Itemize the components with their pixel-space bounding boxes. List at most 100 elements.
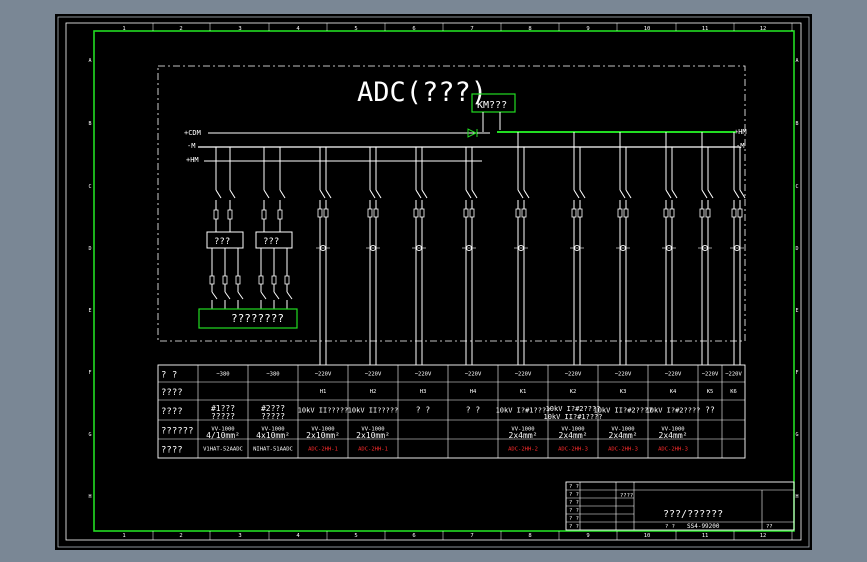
tb-scale-label: ? ? [665,524,675,530]
table-cell-r1-c1: ~380 [216,371,229,377]
feeder6-switch-blade [573,189,580,199]
ruler-bottom-label-12: 12 [760,533,767,539]
tb-left-row-3: ? ? [569,500,579,506]
feeder4-switch-blade-2 [471,189,478,199]
charger2-2-switch-blade [279,189,286,199]
table-cell-r3-c7: 10kV I?#1???? [496,406,551,414]
table-cell-r3-c2: #2??? [261,404,285,413]
table-cell-r5-c7: ADC-2HH-2 [508,446,538,452]
table-cell-r5-c3: ADC-2HH-1 [308,446,338,452]
ruler-bottom-label-4: 4 [296,533,300,539]
ruler-top-label-12: 12 [760,26,767,32]
ruler-left-label-D: D [88,246,91,252]
feeder2-switch-blade [369,189,376,199]
ruler-bottom-label-9: 9 [586,533,589,539]
table-cell-r4-c3: VV-1000 [311,427,334,433]
ruler-left-label-C: C [88,184,91,190]
ruler-bottom-label-8: 8 [528,533,531,539]
table-cell-r1-c10: ~220V [665,371,682,377]
ruler-right-label-D: D [795,246,798,252]
table-cell-r3-c6: ? ? [466,406,481,415]
green-border [93,30,795,532]
charger-panel-2-label: ??? [263,237,279,247]
diagram-title: ADC(???) [357,77,487,108]
tb-left-row-4: ? ? [569,508,579,514]
diode-symbol [467,128,478,138]
feeder-circuits [209,132,746,365]
feeder6-switch-blade-2 [579,189,586,199]
table-row-header-3: ???? [161,407,183,417]
table-cell-r2-c11: K5 [707,389,714,395]
table-cell-r1-c5: ~220V [415,371,432,377]
km-box [471,93,516,113]
tb-left-row-1: ? ? [569,484,579,490]
table-cell-r1-c11: ~220V [702,371,719,377]
table-cell-r2-c4: H2 [370,389,377,395]
schematic-enclosure [157,65,746,342]
charger2-1-switch-blade [263,189,270,199]
ruler-left-label-H: H [88,494,91,500]
table-cell-r2-c9: K3 [620,389,627,395]
ruler-left-label-E: E [88,308,91,314]
ruler-top-label-2: 2 [179,26,182,32]
feeder10-switch-blade-2 [739,189,746,199]
ruler-top-label-9: 9 [586,26,589,32]
bus-label-m-right: -M [736,142,744,150]
bus-label-m-left: -M [187,142,195,150]
table-row-header-2: ???? [161,388,183,398]
tb-left-row-5: ? ? [569,516,579,522]
feeder8-switch-blade-2 [671,189,678,199]
charger2-out-2-switch [273,291,280,300]
ruler-bottom-label-2: 2 [179,533,182,539]
table-cell-r3-c4: 10kV II????? [348,406,399,414]
table-cell-r2-c12: K6 [730,389,737,395]
table-cell-r4-c9: VV-1000 [611,427,634,433]
ruler-top-label-7: 7 [470,26,473,32]
ruler-top-label-11: 11 [702,26,709,32]
table-cell-r5-c10: ADC-2HH-3 [658,446,688,452]
table-cell-r3-c5: ? ? [416,406,431,415]
ruler-frame [65,22,802,541]
charger-panel-1-label: ??? [214,237,230,247]
table-cell-r2-c8: K2 [570,389,577,395]
charger1-2-switch-blade [229,189,236,199]
table-cell-r5-c8: ADC-2HH-3 [558,446,588,452]
ruler-left-label-A: A [88,58,91,64]
table-cell-r1-c12: ~220V [725,371,742,377]
ruler-right-label-H: H [795,494,798,500]
ruler-bottom-label-7: 7 [470,533,473,539]
ruler-left-label-F: F [88,370,91,376]
table-cell-r3-c2: ????? [261,412,285,421]
table-cell-r5-c1: V1HAT-52AADC [203,446,243,452]
ruler-right-label-E: E [795,308,798,314]
table-cell-r1-c7: ~220V [515,371,532,377]
table-cell-r1-c9: ~220V [615,371,632,377]
outer-frame [57,16,810,548]
table-cell-r2-c5: H3 [420,389,427,395]
ruler-right-label-G: G [795,432,798,438]
feeder1-switch-blade [319,189,326,199]
charger2-out-1-switch [260,291,267,300]
ruler-left-label-B: B [88,121,91,127]
table-cell-r4-c9: 2x4mm² [609,431,638,440]
table-cell-r3-c1: ????? [211,412,235,421]
table-cell-r4-c7: VV-1000 [511,427,534,433]
table-cell-r4-c3: 2x10mm² [306,431,340,440]
table-cell-r3-c3: 10kV II????? [298,406,349,414]
ruler-top-label-3: 3 [238,26,241,32]
ruler-bottom-label-10: 10 [644,533,651,539]
tb-left-row-6: ? ? [569,524,579,530]
ruler-top-label-4: 4 [296,26,300,32]
ruler-bottom-label-1: 1 [122,533,125,539]
ruler-top-label-5: 5 [354,26,357,32]
table-cell-r2-c6: H4 [470,389,477,395]
table-cell-r1-c2: ~380 [266,371,279,377]
charger-panel-2 [255,231,293,249]
table-cell-r4-c4: VV-1000 [361,427,384,433]
feeder5-switch-blade-2 [523,189,530,199]
table-cell-r4-c8: 2x4mm² [559,431,588,440]
tb-drawing-no: SS4-99200 [687,523,720,530]
